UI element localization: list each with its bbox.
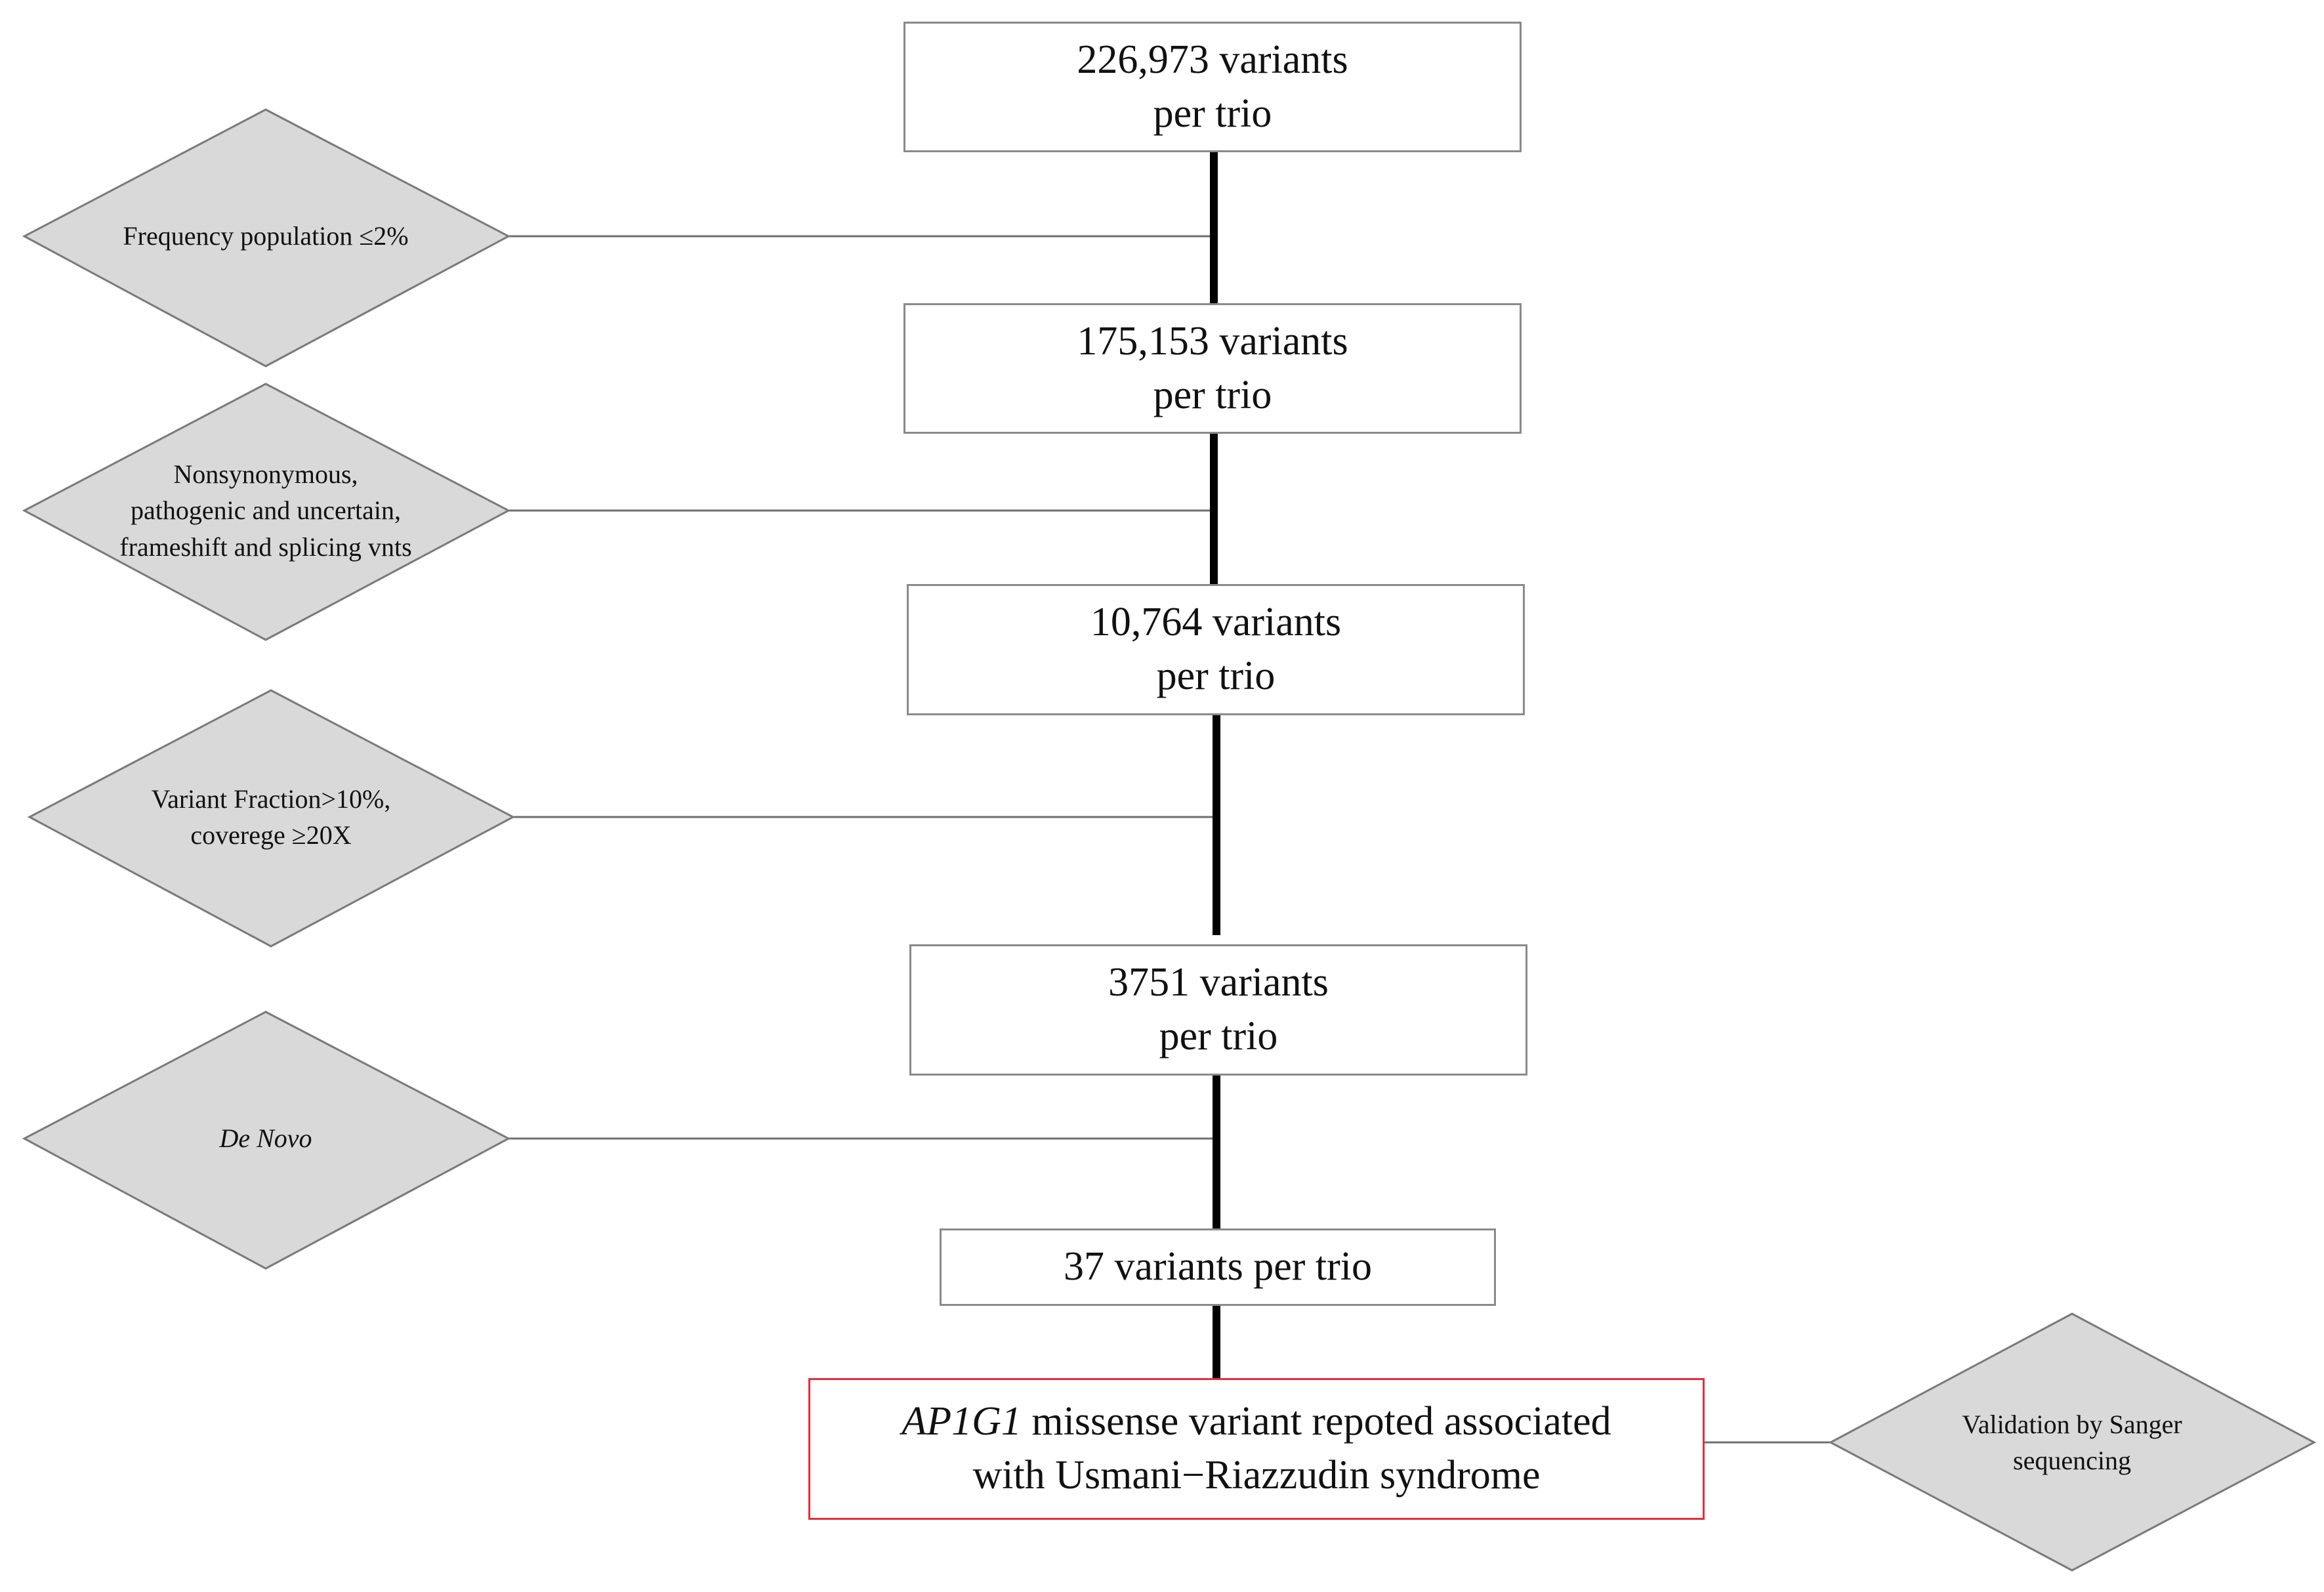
result-line-2: with Usmani−Riazzudin syndrome — [972, 1453, 1541, 1498]
step-3-line-2: per trio — [1156, 654, 1276, 698]
filter-1-text: Frequency population ≤2% — [123, 221, 409, 251]
step-box-5: 37 variants per trio — [940, 1228, 1496, 1306]
filter-diamond-4 — [22, 1011, 511, 1270]
filter-2-line-1: Nonsynonymous, — [173, 459, 358, 490]
filter-3-line-1: Variant Fraction>10%, — [151, 784, 391, 814]
filter-3-line-2: coverege ≥20X — [190, 820, 352, 850]
step-box-3: 10,764 variants per trio — [907, 584, 1525, 715]
filter-2-line-2: pathogenic and uncertain, — [130, 495, 402, 526]
gene-name: AP1G1 — [902, 1399, 1022, 1444]
validation-diamond — [1828, 1312, 2317, 1572]
step-box-4: 3751 variants per trio — [909, 944, 1527, 1076]
filter-diamond-2 — [22, 383, 511, 641]
filter-2-line-3: frameshift and splicing vnts — [119, 532, 412, 562]
filter-label-1: Frequency population ≤2% — [69, 184, 463, 289]
filter-label-3: Variant Fraction>10%, coverege ≥20X — [74, 771, 468, 863]
step-4-line-1: 3751 variants — [1108, 960, 1329, 1005]
filter-label-4: De Novo — [69, 1086, 463, 1191]
step-2-line-1: 175,153 variants — [1077, 318, 1348, 364]
filter-label-2: Nonsynonymous, pathogenic and uncertain,… — [69, 438, 463, 583]
step-2-line-2: per trio — [1153, 372, 1272, 417]
step-4-line-2: per trio — [1159, 1014, 1278, 1058]
result-box: AP1G1 missense variant repoted associate… — [808, 1378, 1705, 1520]
result-line-1-rest: missense variant repoted associated — [1021, 1399, 1611, 1444]
step-1-line-1: 226,973 variants — [1077, 37, 1348, 82]
validation-line-1: Validation by Sanger — [1962, 1409, 2182, 1439]
result-line-1: AP1G1 missense variant repoted associate… — [902, 1395, 1611, 1449]
step-3-line-1: 10,764 variants — [1090, 600, 1342, 645]
validation-line-2: sequencing — [2013, 1446, 2131, 1475]
filter-diamond-1 — [22, 108, 511, 367]
step-5-line-1: 37 variants per trio — [1063, 1244, 1373, 1289]
filter-diamond-3 — [27, 689, 516, 948]
step-1-line-2: per trio — [1153, 91, 1272, 136]
filter-4-text: De Novo — [219, 1123, 312, 1154]
validation-label: Validation by Sanger sequencing — [1875, 1396, 2269, 1488]
step-box-2: 175,153 variants per trio — [903, 303, 1522, 434]
step-box-1: 226,973 variants per trio — [903, 22, 1522, 152]
